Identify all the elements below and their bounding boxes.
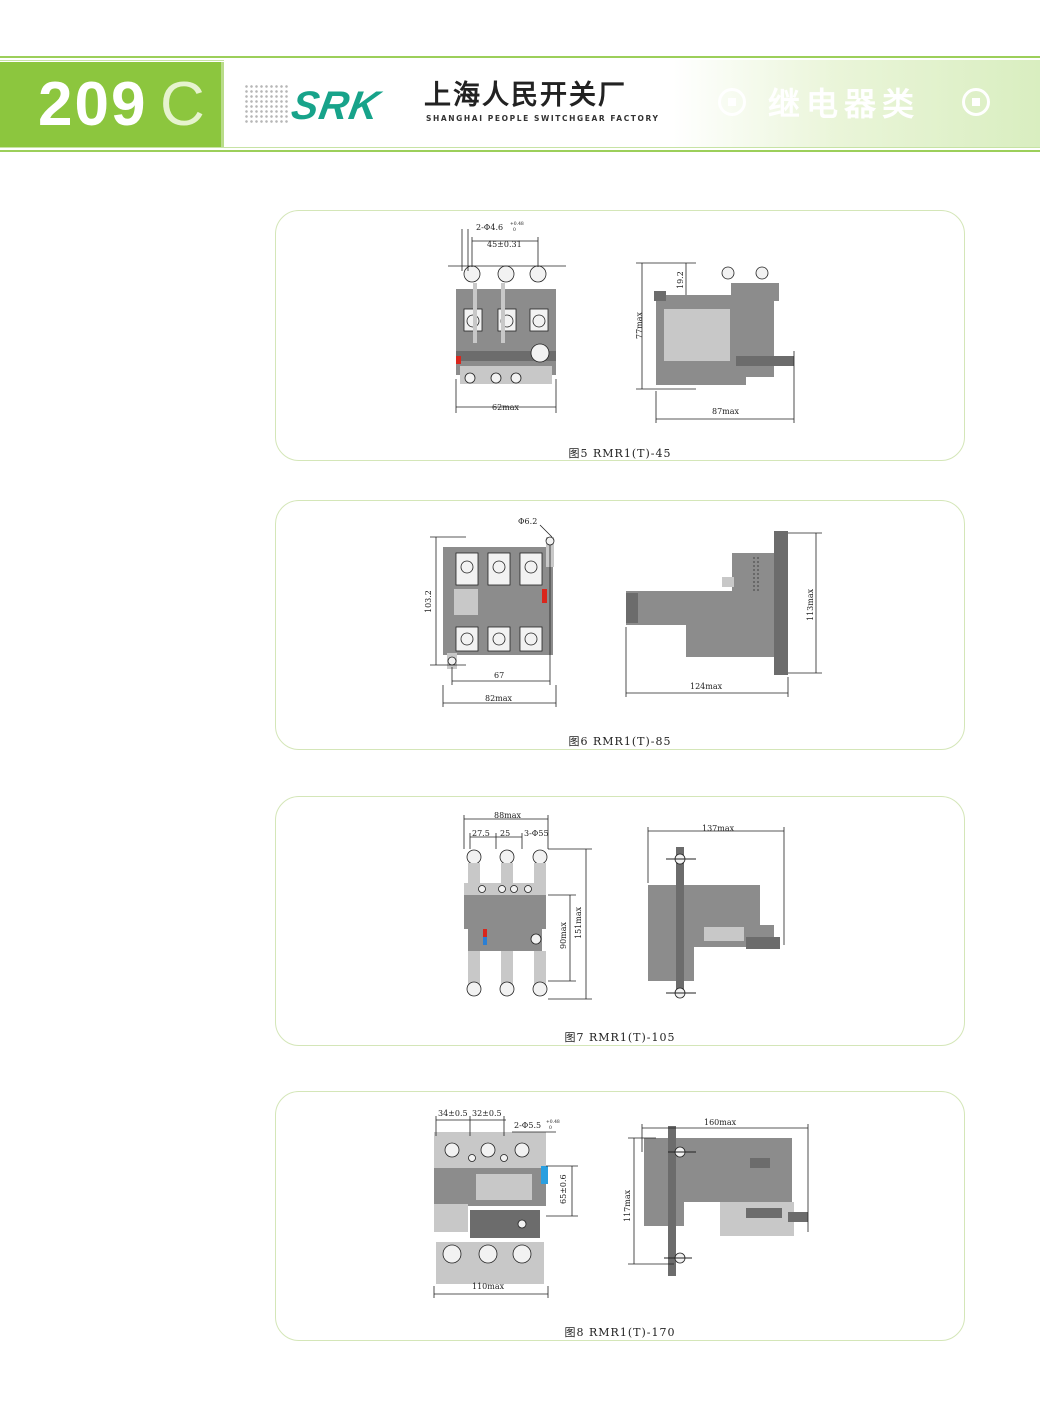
figure-6-caption: 图6 RMR1(T)-85 bbox=[568, 735, 672, 748]
page-number: 209 bbox=[38, 70, 148, 139]
dot-pattern-icon bbox=[244, 84, 288, 124]
figure-7-caption: 图7 RMR1(T)-105 bbox=[564, 1031, 676, 1044]
dim-hole-tol: +0.48 bbox=[510, 221, 524, 227]
dim-width: 82max bbox=[485, 694, 513, 703]
figure-5-drawing: 2-Φ4.6 +0.48 0 45±0.31 62max 77max 19.2 … bbox=[448, 221, 795, 423]
dim-hole-tol-zero: 0 bbox=[549, 1125, 552, 1131]
front-view: Φ6.2 103.2 67 82max bbox=[424, 517, 557, 707]
figure-8-caption: 图8 RMR1(T)-170 bbox=[564, 1326, 676, 1339]
side-view: 137max bbox=[647, 824, 785, 999]
dim-hole-tol-zero: 0 bbox=[513, 227, 516, 233]
dim-pitch: 45±0.31 bbox=[487, 240, 522, 249]
dim-width: 88max bbox=[494, 811, 522, 820]
dim-pitch2: 25 bbox=[500, 829, 510, 838]
header-band bbox=[224, 60, 1040, 148]
figure-8-drawing: 34±0.5 32±0.5 2-Φ5.5 +0.48 0 65±0.6 110m… bbox=[433, 1109, 809, 1298]
header-top-rule bbox=[0, 56, 1040, 58]
side-view: 113max 124max bbox=[625, 531, 822, 697]
front-view: 2-Φ4.6 +0.48 0 45±0.31 62max bbox=[448, 221, 566, 413]
dim-width: 62max bbox=[492, 403, 520, 412]
srk-logo: SRK bbox=[288, 84, 384, 128]
category-title: 继电器类 bbox=[768, 85, 921, 123]
figure-5-caption: 图5 RMR1(T)-45 bbox=[568, 447, 672, 460]
dim-height: 77max bbox=[635, 311, 644, 339]
dim-height: 65±0.6 bbox=[559, 1174, 568, 1204]
front-view: 88max 27.5 25 3-Φ55 90max 151max bbox=[463, 811, 592, 1000]
dim-hole-tol: +0.48 bbox=[546, 1119, 560, 1125]
header-bottom-rule-thin bbox=[0, 147, 1040, 148]
dim-side-height: 113max bbox=[806, 588, 815, 621]
circle-square-icon bbox=[718, 88, 746, 116]
dim-hole: Φ6.2 bbox=[518, 517, 537, 526]
front-view: 34±0.5 32±0.5 2-Φ5.5 +0.48 0 65±0.6 110m… bbox=[433, 1109, 578, 1298]
figure-5-panel: 2-Φ4.6 +0.48 0 45±0.31 62max 77max 19.2 … bbox=[275, 210, 965, 461]
dim-holes: 2-Φ4.6 bbox=[476, 223, 503, 232]
side-view: 160max 117max bbox=[623, 1118, 809, 1276]
figure-6-panel: Φ6.2 103.2 67 82max 113max 124max 图6 RMR… bbox=[275, 500, 965, 750]
dim-depth: 124max bbox=[690, 682, 723, 691]
dim-holes: 3-Φ55 bbox=[524, 829, 549, 838]
dim-height: 103.2 bbox=[424, 590, 433, 613]
figure-6-drawing: Φ6.2 103.2 67 82max 113max 124max bbox=[424, 517, 822, 707]
side-view: 77max 19.2 87max bbox=[635, 262, 795, 423]
page-number-box bbox=[0, 62, 224, 147]
dim-side-height: 117max bbox=[623, 1189, 632, 1222]
page-letter: C bbox=[160, 70, 205, 139]
dim-top: 19.2 bbox=[676, 271, 685, 289]
dim-pitch1: 34±0.5 bbox=[438, 1109, 468, 1118]
dim-height: 90max bbox=[559, 921, 568, 949]
dim-width: 110max bbox=[472, 1282, 505, 1291]
figure-7-drawing: 88max 27.5 25 3-Φ55 90max 151max 137max bbox=[463, 811, 785, 1000]
dim-holes: 2-Φ5.5 bbox=[514, 1121, 541, 1130]
company-name-en: SHANGHAI PEOPLE SWITCHGEAR FACTORY bbox=[426, 114, 660, 123]
header-bottom-rule bbox=[0, 150, 1040, 152]
dim-depth: 137max bbox=[702, 824, 735, 833]
dim-pitch: 67 bbox=[494, 671, 504, 680]
dim-overall: 151max bbox=[574, 906, 583, 939]
circle-square-icon bbox=[962, 88, 990, 116]
figure-7-panel: 88max 27.5 25 3-Φ55 90max 151max 137max … bbox=[275, 796, 965, 1046]
dim-pitch1: 27.5 bbox=[472, 829, 490, 838]
dim-depth: 87max bbox=[712, 407, 740, 416]
dim-pitch2: 32±0.5 bbox=[472, 1109, 502, 1118]
dim-depth: 160max bbox=[704, 1118, 737, 1127]
figure-8-panel: 34±0.5 32±0.5 2-Φ5.5 +0.48 0 65±0.6 110m… bbox=[275, 1091, 965, 1341]
company-name-cn: 上海人民开关厂 bbox=[424, 80, 627, 111]
